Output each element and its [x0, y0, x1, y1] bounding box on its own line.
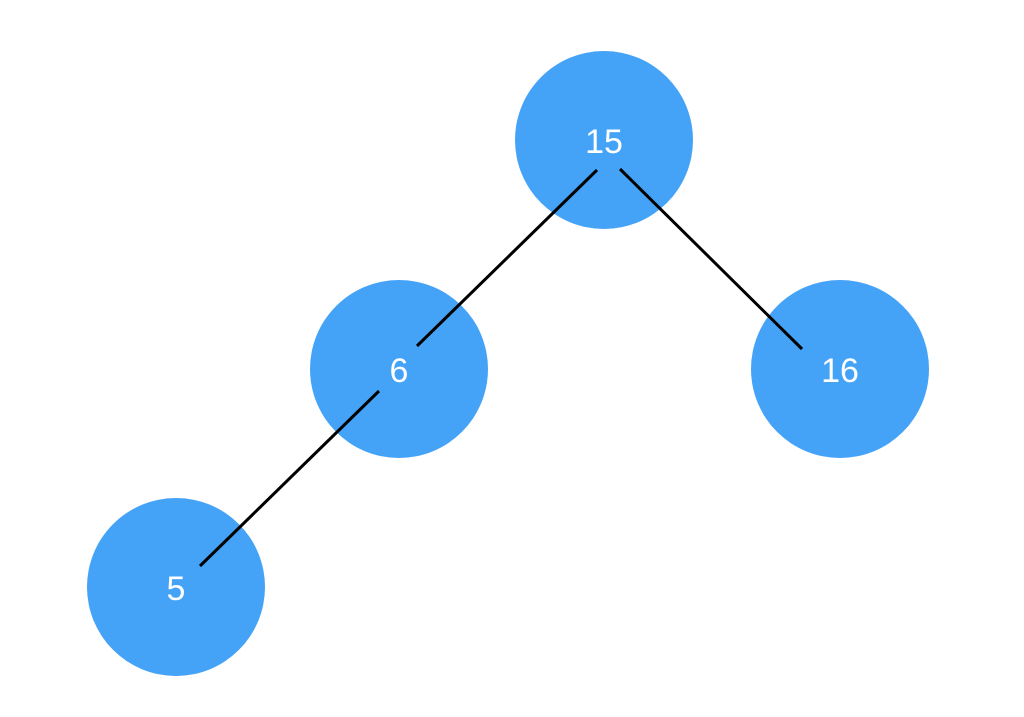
- tree-node-15: 15: [515, 51, 693, 229]
- node-label: 5: [167, 570, 186, 608]
- edge-n15-n6: [415, 168, 599, 348]
- tree-node-16: 16: [751, 280, 929, 458]
- node-circle: [751, 280, 929, 458]
- tree-node-5: 5: [87, 498, 265, 676]
- edge-n15-n16: [618, 167, 804, 351]
- edge-n6-n5: [198, 389, 381, 568]
- node-circle: [515, 51, 693, 229]
- node-label: 15: [585, 123, 623, 161]
- node-label: 16: [821, 352, 859, 390]
- node-label: 6: [390, 352, 409, 390]
- node-circle: [87, 498, 265, 676]
